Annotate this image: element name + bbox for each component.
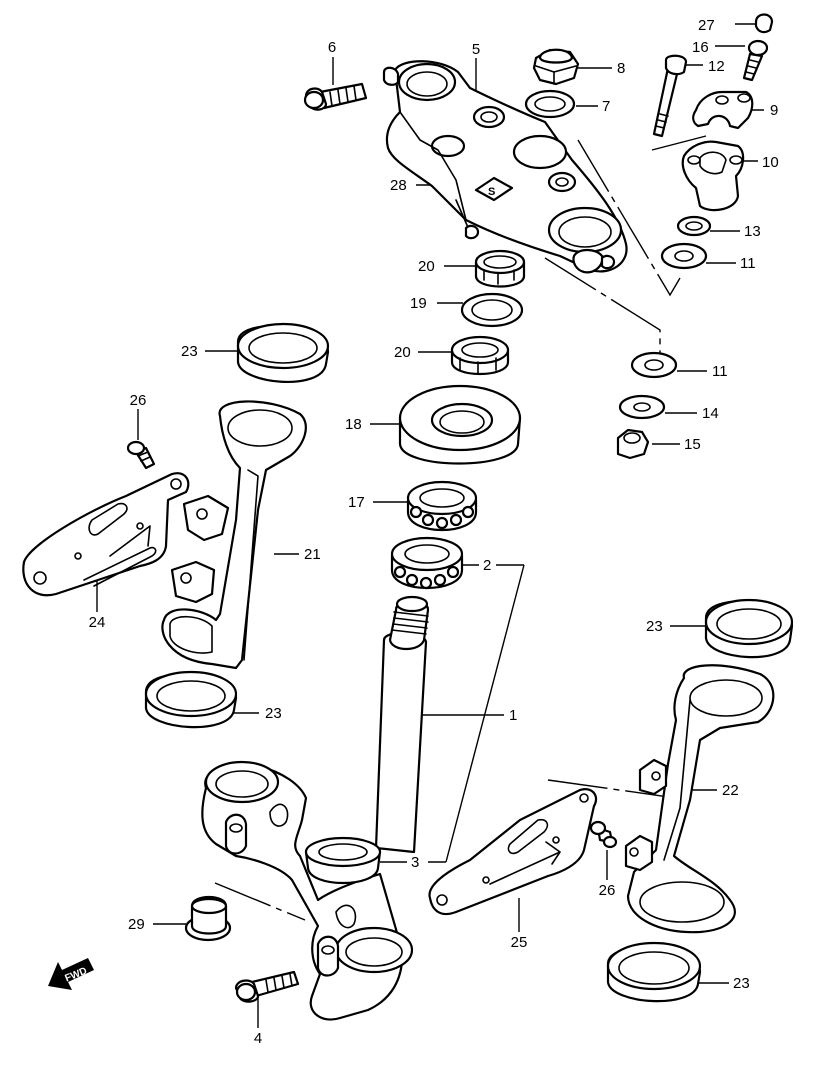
callout-16: 16 [692, 39, 709, 56]
cap-nut-8 [532, 48, 580, 86]
callout-15: 15 [684, 436, 701, 453]
grommet-23-upper-right [704, 598, 794, 659]
lock-nut-20-upper [474, 249, 526, 288]
lock-washer-19 [460, 292, 524, 328]
callout-20-lower: 20 [394, 344, 411, 361]
leader-lines [96, 23, 764, 1028]
callout-25: 25 [511, 934, 528, 951]
callout-27: 27 [698, 17, 715, 34]
plate-25 [428, 788, 598, 916]
callout-2: 2 [483, 557, 491, 574]
callout-26-right: 26 [599, 882, 616, 899]
callout-19: 19 [410, 295, 427, 312]
screw-16 [742, 39, 769, 82]
callout-5: 5 [472, 41, 480, 58]
callout-20-upper: 20 [418, 258, 435, 275]
bolt-12 [652, 54, 688, 138]
handlebar-holder-10 [681, 140, 745, 212]
callout-24: 24 [89, 614, 106, 631]
dust-seal-18 [398, 384, 522, 465]
forward-arrow-icon: FWD [48, 958, 94, 990]
callout-23-upper-left: 23 [181, 343, 198, 360]
steering-stem-1 [374, 595, 430, 854]
cap-29 [184, 895, 232, 942]
callout-11-upper: 11 [740, 255, 756, 272]
bolt-6 [303, 82, 368, 111]
upper-bracket-emblem: S [474, 176, 514, 202]
callout-12: 12 [708, 58, 725, 75]
washer-11-upper [660, 242, 708, 270]
callout-17: 17 [348, 494, 365, 511]
dust-seal-3 [304, 836, 382, 884]
plate-24 [22, 472, 190, 597]
callout-14: 14 [702, 405, 719, 422]
washer-11-lower [630, 351, 678, 379]
callout-28: 28 [390, 177, 407, 194]
lower-bracket [201, 760, 414, 1021]
grommet-23-upper-left [236, 322, 330, 383]
collar-13 [676, 215, 712, 237]
washer-7 [524, 89, 576, 119]
emblem-letter: S [488, 186, 495, 198]
bolt-4 [234, 970, 300, 1003]
screw-26-left [126, 440, 156, 470]
grommet-23-lower-left [144, 670, 238, 729]
callout-29: 29 [128, 916, 145, 933]
callout-21: 21 [304, 546, 321, 563]
callout-13: 13 [744, 223, 761, 240]
washer-14 [618, 394, 666, 420]
upper-bracket [382, 60, 628, 274]
bearing-17 [406, 480, 478, 531]
callouts: 6 5 8 7 27 16 12 9 10 13 11 11 14 15 28 … [89, 17, 779, 1047]
grommet-23-lower-right [606, 941, 702, 1003]
callout-1: 1 [509, 707, 517, 724]
bracket-22 [624, 664, 775, 934]
callout-7: 7 [602, 98, 610, 115]
screw-26-right [589, 820, 618, 849]
callout-9: 9 [770, 102, 778, 119]
cap-27 [754, 13, 774, 34]
lock-nut-20-lower [450, 335, 510, 376]
callout-10: 10 [762, 154, 779, 171]
callout-18: 18 [345, 416, 362, 433]
callout-6: 6 [328, 39, 336, 56]
callout-22: 22 [722, 782, 739, 799]
callout-4: 4 [254, 1030, 262, 1047]
bracket-21 [161, 400, 307, 670]
bearing-2 [390, 536, 464, 590]
callout-23-lower-left: 23 [265, 705, 282, 722]
callout-11-lower: 11 [712, 363, 728, 380]
callout-26-left: 26 [130, 392, 147, 409]
callout-23-lower-right: 23 [733, 975, 750, 992]
handlebar-clamp-upper-9 [692, 90, 754, 130]
callout-8: 8 [617, 60, 625, 77]
nut-15 [616, 428, 650, 460]
callout-23-upper-right: 23 [646, 618, 663, 635]
callout-3: 3 [411, 854, 419, 871]
